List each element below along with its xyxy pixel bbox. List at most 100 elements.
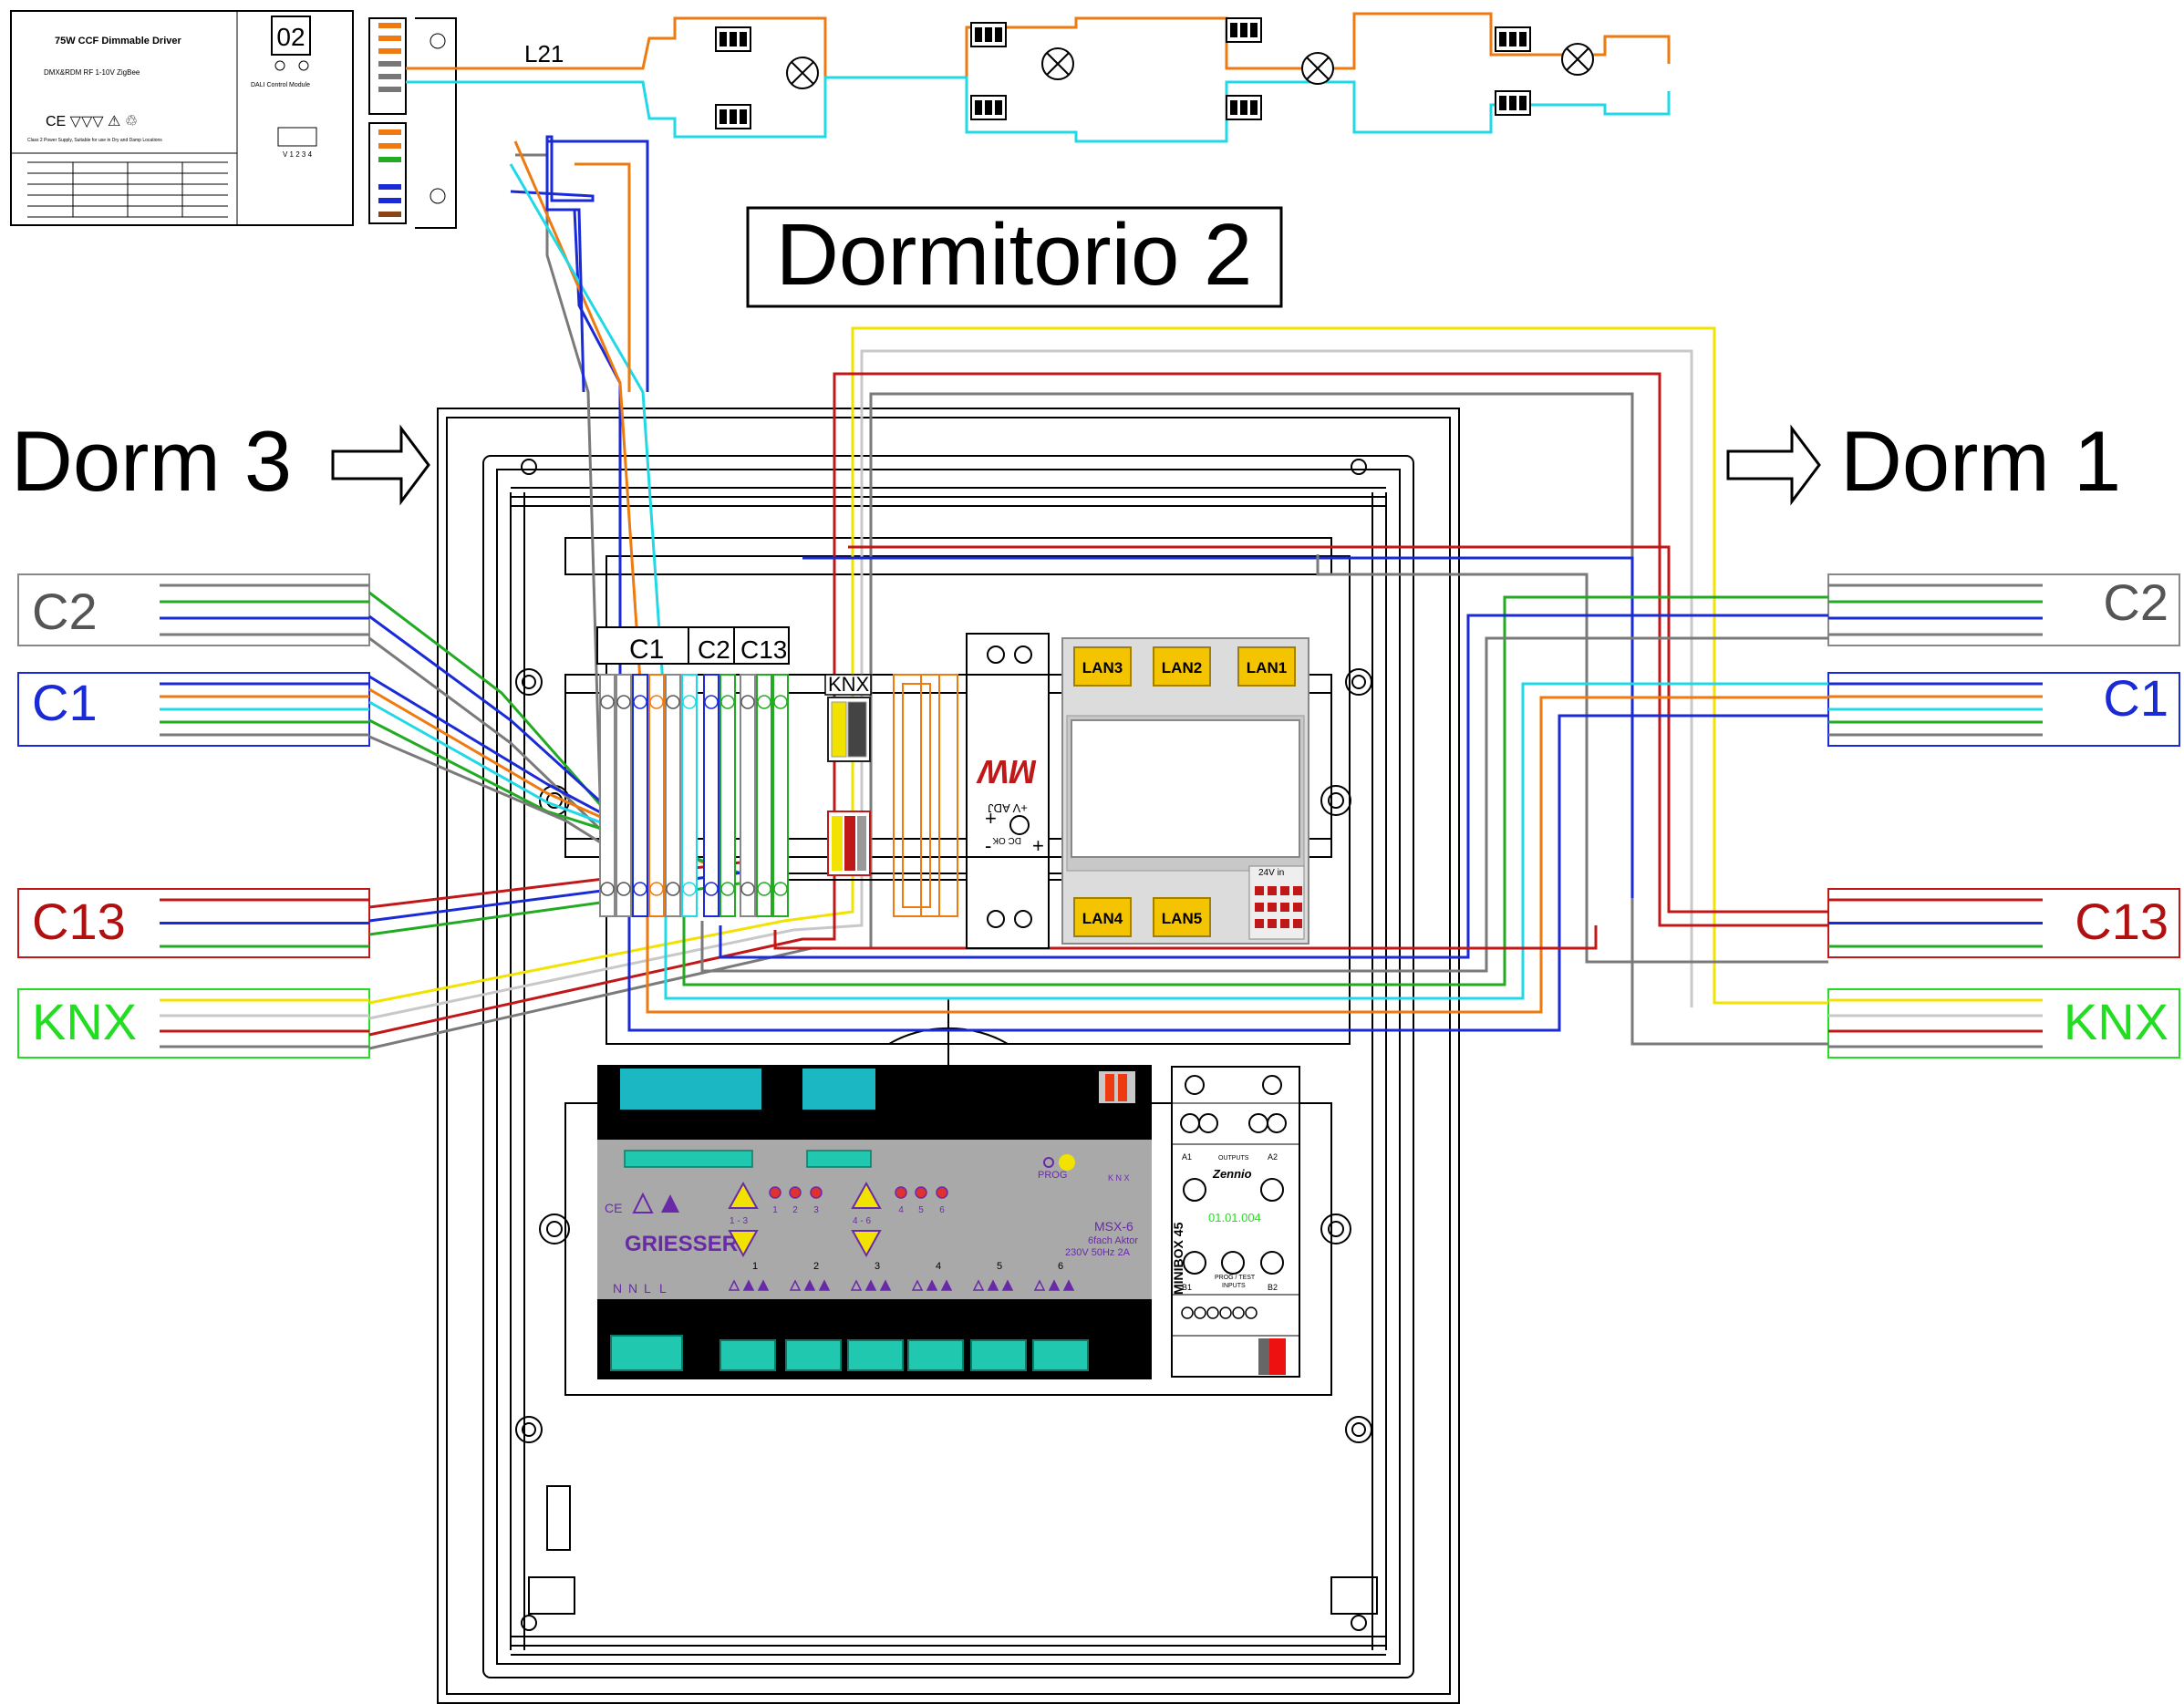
bus-right-c2-label: C2: [2103, 573, 2168, 631]
psu-adjust-knob[interactable]: [1009, 815, 1030, 835]
bus-right-c2-frame: [1827, 573, 2180, 646]
circuit-label: L21: [524, 40, 564, 67]
lan-port-lan4[interactable]: LAN4: [1073, 897, 1132, 937]
power-supply: MW +V ADJ + - + DC OK: [966, 633, 1050, 949]
group-b-up-button[interactable]: [851, 1181, 882, 1209]
dali-driver-protocols: DMX&RDM RF 1-10V ZigBee: [44, 68, 140, 77]
group-b-down-button[interactable]: [851, 1230, 882, 1258]
light-switch-icon: [970, 95, 1007, 120]
bus-right-knx-frame: [1827, 988, 2180, 1059]
terminal-strip: C1 C2 C13 KNX: [596, 626, 872, 917]
lan-port-label: LAN4: [1082, 910, 1123, 927]
dali-driver-marks: CE ▽▽▽ ⚠ ♲: [46, 114, 138, 129]
light-switch-icon: [715, 104, 751, 129]
light-switch-icon: [1226, 17, 1262, 43]
supply-terminal-label: L: [659, 1281, 667, 1296]
minibox-a2: A2: [1268, 1152, 1278, 1162]
psu-brand: MW: [976, 753, 1037, 790]
orange-module: [893, 674, 958, 917]
dali-module-label: DALI Control Module: [251, 82, 310, 88]
terminal-label-c2: C2: [698, 635, 730, 664]
dali-driver-note: Class 2 Power Supply, Suitable for use i…: [27, 138, 162, 143]
direction-right-label: Dorm 1: [1840, 413, 2121, 509]
bus-left-c13-label: C13: [32, 893, 126, 950]
supply-terminal-label: L: [644, 1281, 651, 1296]
svg-text:CE: CE: [605, 1201, 622, 1215]
terminal-label-c1: C1: [629, 635, 664, 665]
minibox-b1: B1: [1182, 1283, 1192, 1292]
bus-right-c13-label: C13: [2075, 893, 2168, 950]
lan-port-label: LAN2: [1162, 659, 1202, 676]
actuator-group-a: 1 - 3: [730, 1216, 748, 1226]
actuator-knx-label: K N X: [1108, 1173, 1130, 1182]
actuator-model: MSX-6: [1094, 1219, 1133, 1234]
channel-4-led: 4: [895, 1186, 907, 1215]
channel-terminal-markers: [728, 1279, 770, 1291]
psu-output: +V ADJ: [988, 801, 1028, 815]
lan-port-lan1[interactable]: LAN1: [1237, 646, 1296, 687]
bus-left-knx-frame: [17, 988, 370, 1059]
channel-6-led: 6: [936, 1186, 948, 1215]
actuator-group-b: 4 - 6: [853, 1216, 871, 1226]
channel-terminal-label: 3: [875, 1261, 880, 1272]
channel-terminal-label: 6: [1058, 1261, 1063, 1272]
lan-port-lan2[interactable]: LAN2: [1153, 646, 1211, 687]
lighting-circuit: L21: [406, 12, 1671, 143]
lan-port-lan3[interactable]: LAN3: [1073, 646, 1132, 687]
channel-label: 1: [772, 1205, 778, 1215]
direction-left-label: Dorm 3: [11, 413, 292, 509]
enclosure: [437, 408, 1460, 1704]
actuator-prog-label: PROG: [1038, 1170, 1067, 1181]
channel-label: 6: [939, 1205, 945, 1215]
svg-text:-: -: [985, 834, 991, 857]
group-a-down-button[interactable]: [728, 1230, 759, 1258]
bus-right-c1-label: C1: [2103, 669, 2168, 727]
lamp-icon: [1561, 43, 1594, 76]
minibox-a1: A1: [1182, 1152, 1192, 1162]
prog-button[interactable]: [1043, 1157, 1054, 1168]
dali-driver-box: 02: [276, 23, 305, 51]
channel-terminal-label: 5: [997, 1261, 1002, 1272]
light-switch-icon: [1495, 26, 1531, 52]
light-switch-icon: [1226, 95, 1262, 120]
channel-label: 5: [918, 1205, 924, 1215]
title-box: Dormitorio 2: [746, 206, 1283, 308]
channel-terminal-markers: [911, 1279, 953, 1291]
minibox-inputs: INPUTS: [1222, 1283, 1246, 1289]
minibox-prog-test: PROG / TEST: [1215, 1275, 1256, 1281]
prog-led: [1059, 1154, 1075, 1171]
bus-left-c1-label: C1: [32, 674, 98, 731]
channel-terminal-label: 4: [936, 1261, 941, 1272]
channel-1-led: 1: [769, 1186, 781, 1215]
dali-driver: 75W CCF Dimmable Driver DMX&RDM RF 1-10V…: [10, 10, 457, 229]
lan-port-lan5[interactable]: LAN5: [1153, 897, 1211, 937]
channel-terminal-markers: [1033, 1279, 1075, 1291]
direction-left: Dorm 3: [11, 413, 430, 509]
svg-text:+: +: [1032, 834, 1044, 857]
dali-driver-title: 75W CCF Dimmable Driver: [55, 36, 181, 46]
terminal-label-knx: KNX: [828, 673, 870, 696]
channel-3-led: 3: [810, 1186, 823, 1215]
page-title: Dormitorio 2: [776, 206, 1253, 304]
bus-left-knx-label: KNX: [32, 993, 137, 1050]
group-a-up-button[interactable]: [728, 1181, 759, 1209]
bus-left-c2-label: C2: [32, 583, 98, 640]
dali-dip-label: V 1 2 3 4: [283, 150, 313, 159]
lamp-icon: [786, 57, 819, 89]
minibox-45: MINIBOX 45 01.01.004 OUTPUTS INPUTS PROG…: [1171, 1066, 1300, 1378]
channel-label: 4: [898, 1205, 904, 1215]
griesser-actuator: GRIESSER MSX-6 6fach Aktor 230V 50Hz 2A …: [597, 1065, 1152, 1379]
lamp-icon: [1301, 52, 1334, 85]
light-switch-icon: [970, 22, 1007, 47]
enclosure-screws: [515, 459, 1372, 1631]
channel-2-led: 2: [789, 1186, 802, 1215]
channel-terminal-markers: [789, 1279, 831, 1291]
arrow-right-icon: [1726, 424, 1821, 506]
minibox-name: MINIBOX 45: [1171, 1222, 1185, 1295]
router-power-label: 24V in: [1258, 868, 1284, 878]
channel-label: 2: [792, 1205, 798, 1215]
direction-right: Dorm 1: [1726, 413, 2121, 509]
